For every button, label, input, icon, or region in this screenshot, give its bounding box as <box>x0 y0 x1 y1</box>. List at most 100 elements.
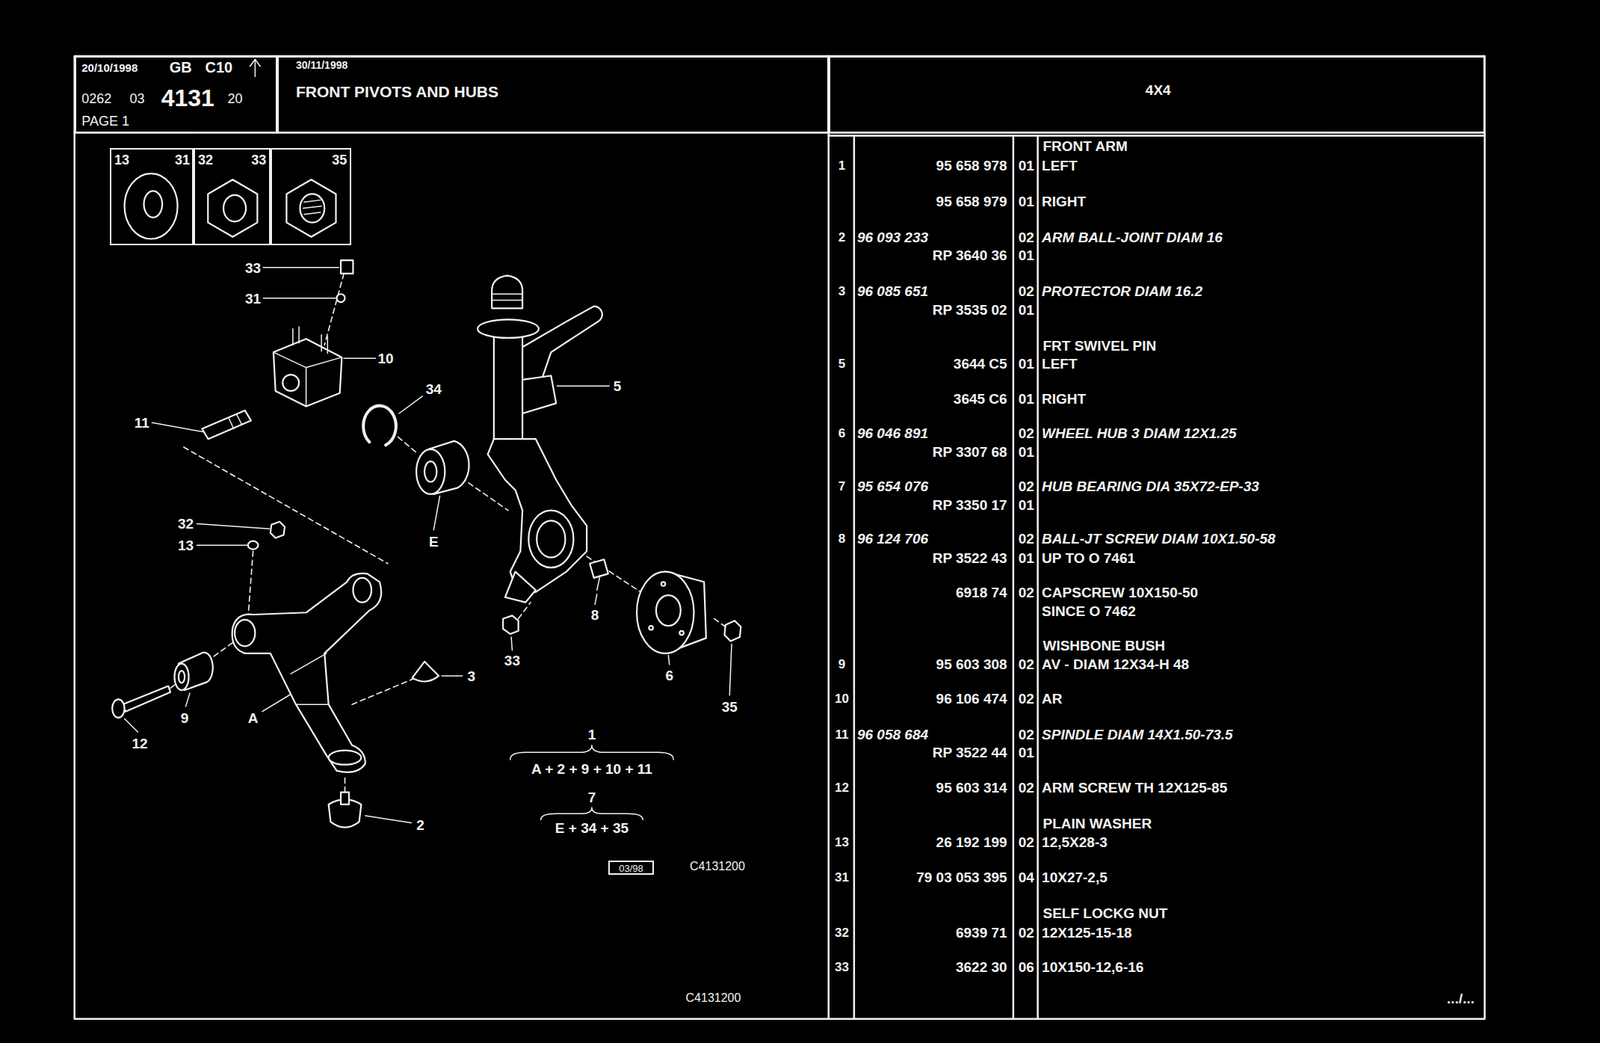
nut <box>270 521 285 539</box>
header-text: C10 <box>204 59 233 75</box>
nut <box>340 260 353 274</box>
continuation-mark: .../... <box>1446 990 1475 1006</box>
leader-line <box>124 718 139 732</box>
part-number: 96 046 891 <box>857 425 929 440</box>
bush-bracket <box>273 351 342 406</box>
nut <box>502 615 518 634</box>
item-number: 10 <box>834 691 849 704</box>
bracket-stud <box>292 326 328 354</box>
quantity: 02 <box>1018 584 1035 599</box>
assembly-line <box>461 477 509 511</box>
group-heading: FRONT ARM <box>1042 139 1127 154</box>
part-number: 79 03 053 395 <box>916 869 1008 884</box>
item-number: 8 <box>838 531 846 545</box>
leader-line <box>197 544 248 546</box>
callout-number: 9 <box>180 709 190 725</box>
part-description: CAPSCREW 10X150-50 <box>1041 584 1198 599</box>
arm-screw <box>112 698 125 718</box>
assembly-brace <box>541 807 644 820</box>
knuckle <box>487 438 587 592</box>
header-text: PAGE 1 <box>81 114 130 128</box>
bush-bracket <box>273 338 342 406</box>
frame-line <box>827 56 830 1019</box>
part-number: 95 603 314 <box>936 779 1008 794</box>
part-description: HUB BEARING DIA 35X72-EP-33 <box>1041 478 1260 493</box>
quantity: 02 <box>1018 478 1035 493</box>
callout-number: 32 <box>177 516 194 531</box>
circlip <box>363 405 397 446</box>
arm-eye <box>352 577 372 603</box>
strut-top <box>491 293 523 300</box>
assembly-line <box>714 618 726 627</box>
quantity: 06 <box>1018 959 1035 974</box>
quantity: 02 <box>1018 726 1035 741</box>
item-number: 7 <box>838 479 846 492</box>
part-description: ARM SCREW TH 12X125-85 <box>1041 779 1228 794</box>
leader-line <box>399 396 423 414</box>
arm-screw <box>122 686 171 712</box>
arm-eye <box>234 619 255 647</box>
callout-number: 33 <box>504 653 521 668</box>
quantity: 02 <box>1018 924 1035 939</box>
item-number: 12 <box>834 780 849 793</box>
wheel-hub <box>636 571 694 654</box>
item-number: 2 <box>838 230 846 243</box>
assembly-line <box>398 436 419 454</box>
nut-icon <box>207 179 258 237</box>
part-description: PROTECTOR DIAM 16.2 <box>1041 283 1203 299</box>
part-description: SPINDLE DIAM 14X1.50-73.5 <box>1041 726 1234 741</box>
leader-line <box>729 644 732 696</box>
callout-number: 6 <box>665 667 674 682</box>
assembly-line <box>586 556 641 592</box>
callout-number: 3 <box>467 668 477 683</box>
item-number: 31 <box>834 869 849 883</box>
nut <box>724 620 741 641</box>
arm-eye <box>328 750 362 765</box>
part-number: 6918 74 <box>955 584 1008 599</box>
header-text: 13 <box>114 153 130 167</box>
strut-top <box>491 275 523 309</box>
item-number: 32 <box>834 925 849 938</box>
knuckle-bore <box>536 520 565 557</box>
leader-line <box>262 693 291 711</box>
callout-number: 34 <box>425 381 442 397</box>
part-number: 96 085 651 <box>857 283 929 299</box>
part-description: WHEEL HUB 3 DIAM 12X1.25 <box>1041 425 1237 440</box>
part-number: RP 3307 68 <box>932 443 1008 459</box>
leader-line <box>557 384 610 387</box>
assembly-line <box>183 446 388 564</box>
callout-number: 5 <box>613 378 622 394</box>
hub-bearing <box>416 449 445 494</box>
quantity: 04 <box>1018 869 1035 884</box>
wheel-stud <box>661 581 666 586</box>
header-text: 03/98 <box>618 862 644 873</box>
quantity: 01 <box>1018 158 1035 173</box>
callout-number: 12 <box>131 736 148 751</box>
part-number: 3644 C5 <box>953 356 1008 371</box>
leader-line <box>263 266 339 269</box>
leader-line <box>151 422 203 432</box>
header-text: 4X4 <box>1145 82 1172 98</box>
part-number: RP 3640 36 <box>932 248 1008 263</box>
frame-line <box>828 134 1485 137</box>
callout-number: 35 <box>721 698 738 713</box>
callout-number: 13 <box>177 538 194 553</box>
ball-joint-screw <box>589 558 609 578</box>
title-cell: 30/11/1998FRONT PIVOTS AND HUBS <box>277 56 829 133</box>
washer <box>248 541 259 550</box>
assembly-formula: E + 34 + 35 <box>555 820 629 835</box>
leader-line <box>511 636 512 651</box>
part-description: AV - DIAM 12X34-H 48 <box>1041 656 1189 671</box>
header-text: 0262 <box>81 91 112 106</box>
part-description: SINCE O 7462 <box>1041 603 1136 618</box>
part-number: RP 3522 44 <box>932 745 1008 760</box>
quantity: 01 <box>1018 443 1035 459</box>
group-heading: SELF LOCKG NUT <box>1042 904 1168 920</box>
ball-joint-screw <box>597 575 601 590</box>
callout-number: 7 <box>588 789 597 805</box>
leader-line <box>197 523 270 529</box>
callout-number: E <box>428 533 439 548</box>
header-cell: 20/10/1998GBC10026203413120PAGE 1 <box>74 56 279 133</box>
header-text: GB <box>169 59 193 75</box>
part-description: RIGHT <box>1041 193 1086 208</box>
